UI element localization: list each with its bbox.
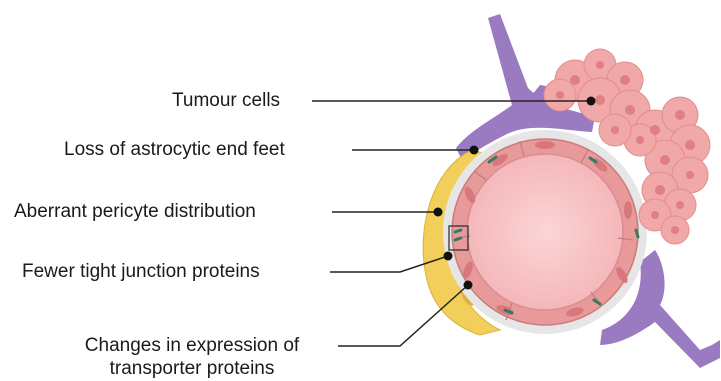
label-transporter-line1: Changes in expression of [52,335,332,357]
label-pericyte: Aberrant pericyte distribution [14,201,256,223]
label-astrocytic-loss: Loss of astrocytic end feet [64,139,285,161]
label-tight-junction: Fewer tight junction proteins [22,261,260,283]
vessel-lumen [467,154,623,310]
label-tumour-cells: Tumour cells [172,90,280,112]
label-transporter-line2: transporter proteins [52,358,332,380]
